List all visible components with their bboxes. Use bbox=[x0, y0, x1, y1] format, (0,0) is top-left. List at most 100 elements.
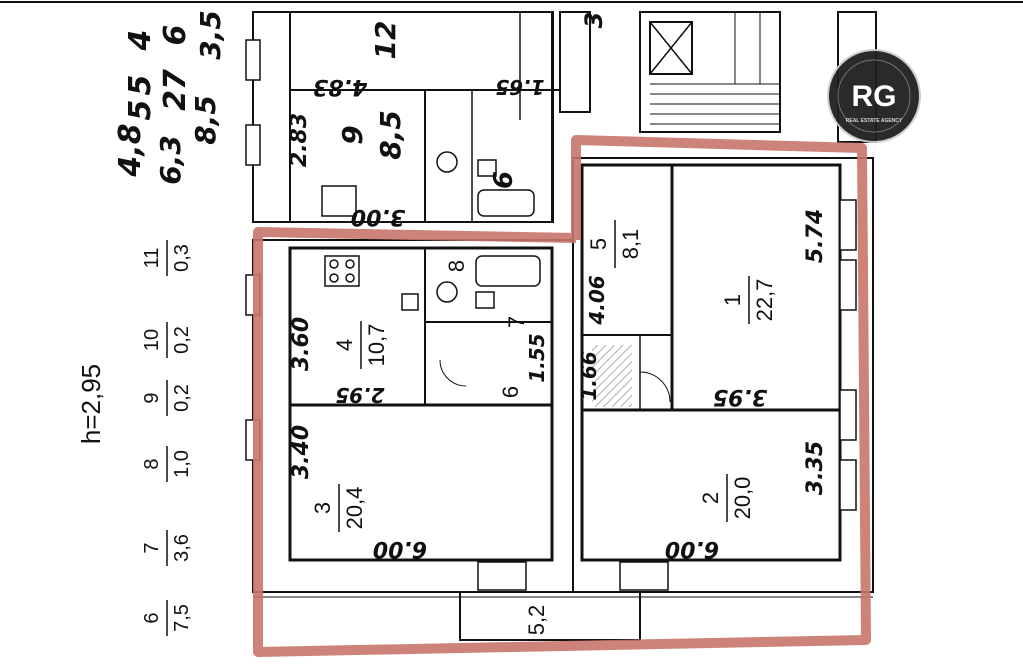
sink-icon bbox=[475, 291, 495, 309]
logo-text: RG bbox=[852, 80, 897, 113]
room-5-label: 5 8,1 bbox=[586, 220, 643, 268]
balcony-label: 5,2 bbox=[524, 605, 549, 636]
neighbor-sink-icon bbox=[477, 159, 497, 177]
neighbor-stove-icon bbox=[321, 185, 357, 217]
toilet-icon bbox=[436, 281, 458, 303]
svg-text:3,5: 3,5 bbox=[194, 10, 227, 60]
svg-text:4: 4 bbox=[123, 30, 158, 52]
agency-logo: RG REAL ESTATE AGENCY bbox=[827, 49, 921, 143]
dim-room5-side: 4.06 bbox=[585, 275, 609, 325]
wall-hatch bbox=[592, 345, 632, 407]
room-area: 20,0 bbox=[730, 477, 755, 520]
legend-area: 7,5 bbox=[171, 604, 193, 632]
legend-item: 7 3,6 bbox=[141, 530, 193, 566]
legend-area: 1,0 bbox=[171, 450, 193, 478]
room-3-label: 3 20,4 bbox=[310, 484, 367, 532]
dim-corridor-2: 1.55 bbox=[525, 333, 549, 382]
legend-num: 6 bbox=[141, 612, 163, 623]
neighbor-labels: 9 8,5 6 12 3 2.83 4.83 3.00 1.65 bbox=[287, 12, 608, 229]
svg-text:2.83: 2.83 bbox=[287, 113, 312, 167]
legend-table: 11 0,3 10 0,2 9 0,2 8 1,0 7 3,6 6 7,5 bbox=[141, 240, 193, 636]
svg-text:27: 27 bbox=[158, 69, 193, 111]
room-number: 3 bbox=[310, 502, 335, 514]
svg-text:6,3: 6,3 bbox=[154, 135, 187, 185]
svg-text:3: 3 bbox=[580, 12, 608, 29]
legend-num: 11 bbox=[141, 248, 163, 269]
room-2-label: 2 20,0 bbox=[698, 474, 755, 522]
dim-room2-bottom: 6.00 bbox=[665, 536, 719, 561]
room-8-label: 8 bbox=[444, 260, 469, 272]
svg-text:5: 5 bbox=[123, 75, 158, 96]
apartment-highlight bbox=[253, 135, 871, 657]
neighbor-bath-icon bbox=[477, 189, 535, 217]
stove-burner-icon bbox=[345, 259, 355, 269]
room-area: 8,1 bbox=[618, 229, 643, 260]
dim-room1-bottom: 3.95 bbox=[713, 384, 767, 409]
neighbor-apartment bbox=[252, 11, 781, 223]
legend-item: 9 0,2 bbox=[141, 380, 193, 416]
svg-text:6: 6 bbox=[489, 171, 519, 189]
svg-text:8,5: 8,5 bbox=[374, 110, 407, 160]
dim-room3-bottom: 6.00 bbox=[373, 536, 427, 561]
room-1-label: 1 22,7 bbox=[720, 276, 777, 324]
fixtures bbox=[324, 255, 541, 311]
dim-room4-bottom: 2.95 bbox=[335, 383, 384, 407]
svg-text:5: 5 bbox=[123, 100, 158, 121]
room-number: 4 bbox=[332, 339, 357, 351]
balcony-outline bbox=[459, 591, 641, 641]
dim-room4-side: 3.60 bbox=[289, 317, 314, 371]
right-inner-wall bbox=[580, 163, 842, 562]
room-7-label: 7 bbox=[504, 316, 529, 328]
apartment-walls bbox=[252, 157, 874, 641]
room-area: 20,4 bbox=[342, 487, 367, 530]
neighbor-staircase bbox=[559, 11, 591, 113]
legend-area: 0,2 bbox=[171, 384, 193, 412]
dimension-labels: 5.74 3.95 3.35 6.00 3.40 6.00 3.60 2.95 … bbox=[289, 209, 828, 561]
legend-num: 8 bbox=[141, 458, 163, 469]
dim-room3-side: 3.40 bbox=[289, 425, 314, 479]
svg-text:8,5: 8,5 bbox=[189, 95, 222, 145]
legend-num: 7 bbox=[141, 542, 163, 553]
neighbor-toilet-icon bbox=[436, 151, 458, 173]
room-number: 5 bbox=[586, 238, 611, 250]
legend-area: 0,2 bbox=[171, 326, 193, 354]
room-number: 2 bbox=[698, 492, 723, 504]
legend-item: 8 1,0 bbox=[141, 446, 193, 482]
neighbor-inner-wall bbox=[289, 11, 553, 223]
legend-item: 10 0,2 bbox=[141, 322, 193, 358]
stove-burner-icon bbox=[329, 259, 339, 269]
dim-corridor-1: 1.66 bbox=[577, 351, 601, 400]
svg-text:1.65: 1.65 bbox=[495, 75, 544, 99]
stove-burner-icon bbox=[345, 273, 355, 283]
margin-notes: 4 4,8 5 27 5 6 3,5 8,5 6,3 bbox=[113, 10, 227, 185]
legend-area: 3,6 bbox=[171, 534, 193, 562]
svg-text:12: 12 bbox=[369, 21, 402, 60]
room-area: 10,7 bbox=[364, 324, 389, 367]
legend-item: 11 0,3 bbox=[141, 240, 193, 276]
room-number: 1 bbox=[720, 294, 745, 306]
legend-num: 10 bbox=[141, 329, 163, 351]
elevator-shaft bbox=[649, 21, 693, 75]
stove-burner-icon bbox=[329, 273, 339, 283]
room-6-label: 6 bbox=[498, 386, 523, 398]
legend-num: 9 bbox=[141, 392, 163, 403]
logo-tagline: REAL ESTATE AGENCY bbox=[846, 118, 903, 124]
dim-room2-side: 3.35 bbox=[803, 441, 828, 495]
legend-item: 6 7,5 bbox=[141, 600, 193, 636]
room-area: 22,7 bbox=[752, 279, 777, 322]
bathtub-icon bbox=[475, 255, 541, 287]
elevator-cross bbox=[649, 21, 693, 75]
sink-icon bbox=[401, 293, 419, 311]
room-4-label: 4 10,7 bbox=[332, 321, 389, 369]
svg-text:3.00: 3.00 bbox=[351, 204, 405, 229]
stove-icon bbox=[324, 255, 360, 287]
dim-room1-side: 5.74 bbox=[803, 209, 828, 263]
svg-text:4,8: 4,8 bbox=[113, 123, 148, 177]
svg-text:9: 9 bbox=[336, 125, 369, 144]
svg-text:6: 6 bbox=[158, 25, 193, 46]
legend-area: 0,3 bbox=[171, 244, 193, 272]
stairwell-steps bbox=[650, 12, 780, 125]
svg-text:4.83: 4.83 bbox=[313, 74, 368, 99]
ceiling-height: h=2,95 bbox=[76, 364, 106, 444]
